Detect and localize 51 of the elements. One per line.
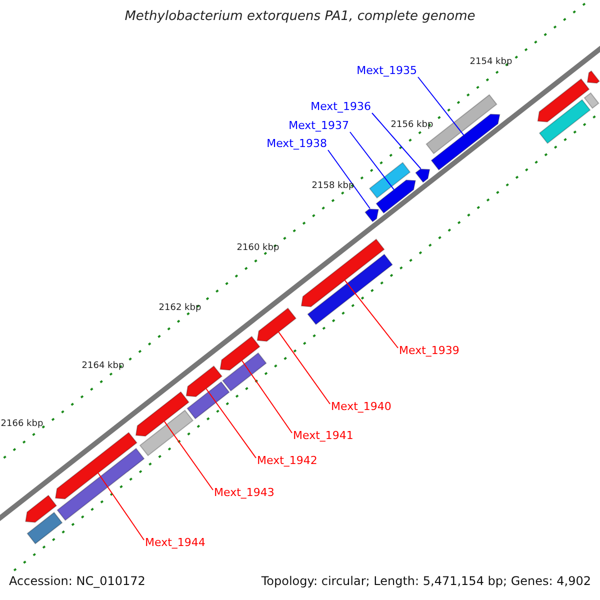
gene-label: Mext_1936: [310, 100, 371, 113]
gene-block: [54, 432, 138, 500]
gene-block: [584, 92, 600, 109]
title: Methylobacterium extorquens PA1, complete genome: [124, 9, 476, 24]
footer-text: Accession: NC_010172: [9, 574, 146, 588]
gene-block: [26, 512, 63, 544]
gene-block: [56, 448, 145, 521]
scale-label: 2166 kbp: [0, 419, 44, 429]
gene-block: [25, 494, 58, 523]
leader-line: [241, 360, 292, 434]
gene-label: Mext_1943: [214, 486, 274, 500]
gene-block: [415, 168, 430, 183]
leader-line: [164, 420, 214, 490]
scale-label: 2154 kbp: [470, 57, 512, 67]
gene-block: [537, 78, 590, 122]
gene-label: Mext_1942: [257, 454, 318, 468]
leader-line: [350, 132, 394, 190]
gene-block: [135, 391, 190, 437]
gene-block: [256, 308, 297, 342]
leader-line: [98, 472, 144, 540]
gene-block: [307, 254, 393, 326]
leader-line: [206, 388, 256, 458]
gene-label: Mext_1940: [331, 400, 392, 414]
leader-line: [278, 331, 330, 404]
scale-label: 2164 kbp: [82, 361, 124, 371]
scale-label: 2156 kbp: [390, 120, 434, 130]
footer-text: Topology: circular; Length: 5,471,154 bp; Genes: 4,902: [261, 574, 591, 588]
gene-label: Mext_1937: [288, 119, 349, 132]
gene-block: [376, 180, 416, 214]
leader-line: [328, 150, 370, 209]
gene-label: Mext_1944: [145, 536, 206, 550]
gene-block: [538, 99, 591, 144]
leader-line: [344, 280, 398, 348]
gene-block: [186, 381, 230, 420]
leader-line: [418, 76, 464, 136]
gene-block: [139, 410, 194, 456]
gene-label: Mext_1938: [266, 137, 327, 150]
gene-block: [186, 365, 223, 398]
gene-block: [586, 70, 600, 84]
gene-label: Mext_1935: [356, 64, 417, 77]
gene-block: [222, 352, 267, 392]
gene-label: Mext_1939: [399, 344, 460, 358]
gene-block: [364, 208, 379, 222]
gene-block: [368, 162, 411, 199]
gene-block: [300, 238, 385, 308]
leader-line: [372, 112, 422, 170]
gene-label: Mext_1941: [293, 429, 354, 442]
gene-block: [220, 336, 260, 371]
scale-label: 2162 kbp: [158, 303, 202, 313]
scale-label: 2160 kbp: [236, 243, 280, 253]
scale-label: 2158 kbp: [312, 181, 354, 191]
